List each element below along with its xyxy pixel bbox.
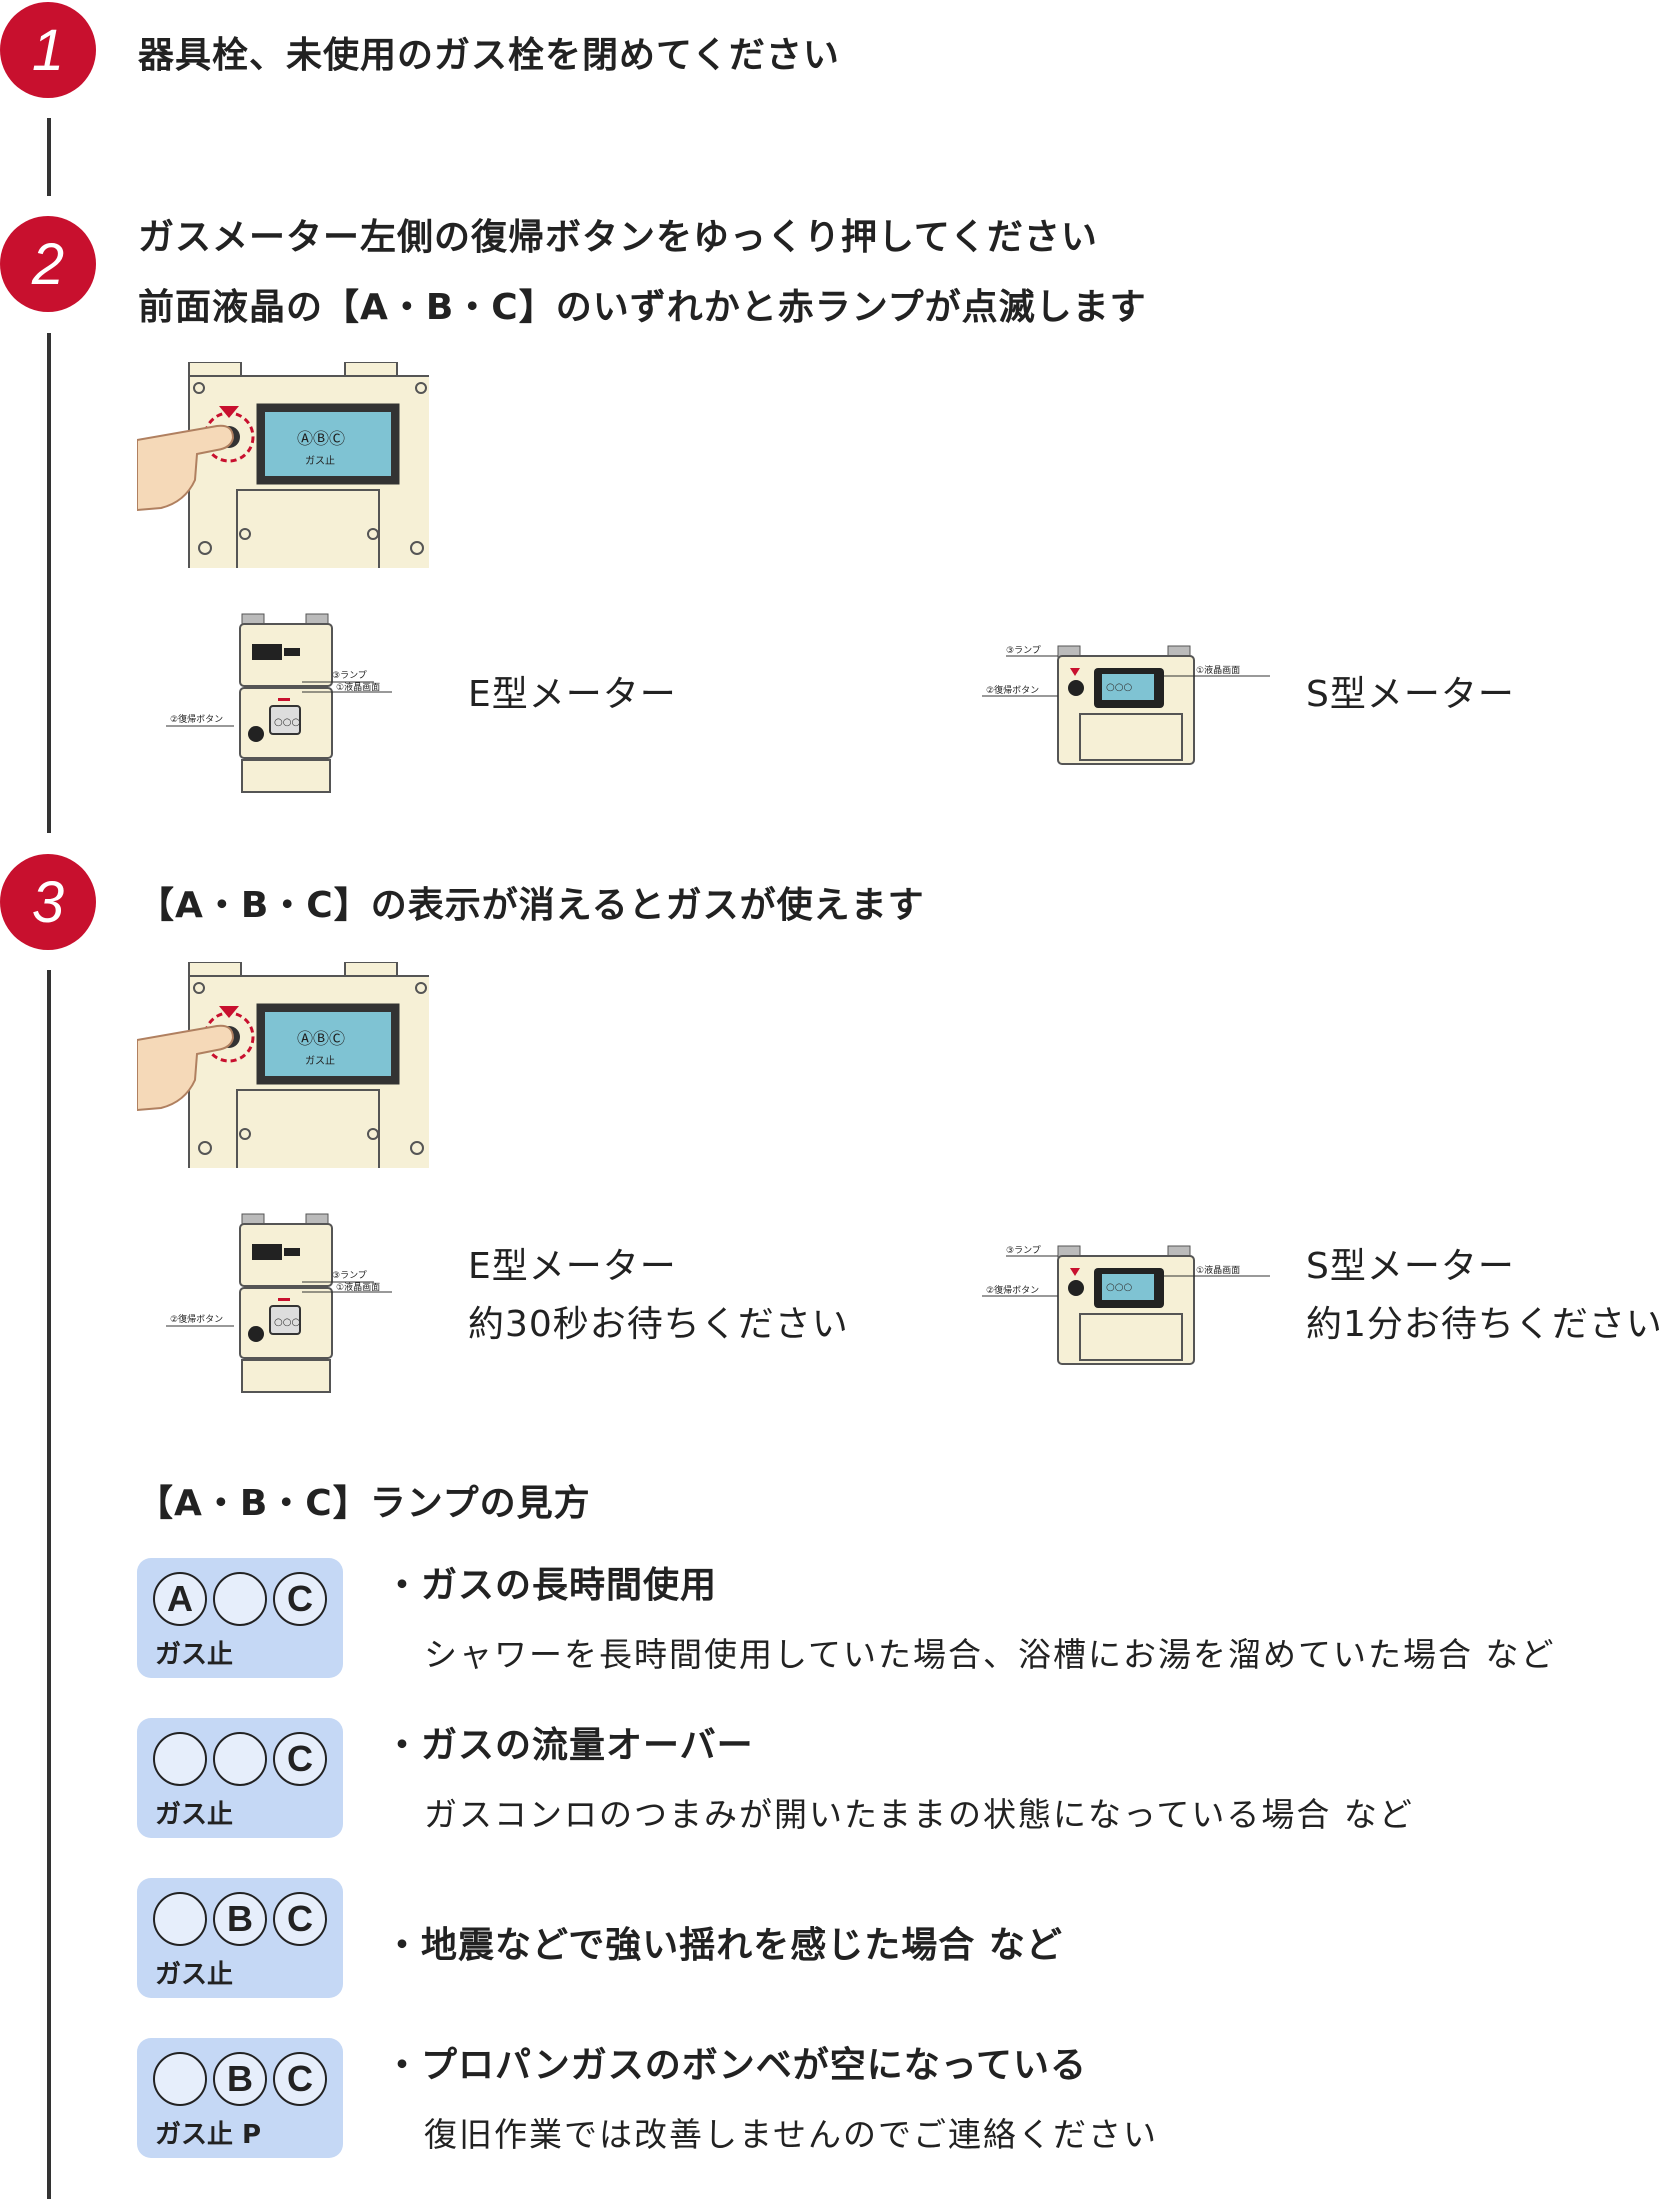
svg-text:○○○: ○○○	[1106, 1282, 1132, 1293]
lamp-b: B	[213, 1892, 267, 1946]
lcd-gas-stop: ガス止	[305, 455, 335, 467]
lcd-label: ①液晶画面	[336, 681, 380, 693]
lamp-label: ③ランプ	[1006, 1245, 1041, 1256]
s-meter-label: S型メーター	[1306, 1246, 1515, 1287]
s-meter-label: S型メーター	[1306, 674, 1515, 715]
e-meter-label: E型メーター	[468, 674, 677, 715]
reset-button-label: ②復帰ボタン	[170, 1313, 223, 1325]
lamp-label: ③ランプ	[1006, 645, 1041, 656]
lamp-guide-title: 【A・B・C】ランプの見方	[137, 1483, 591, 1524]
lamp-a: A	[153, 1572, 207, 1626]
step-1-heading: 器具栓、未使用のガス栓を閉めてください	[138, 35, 840, 76]
e-meter-wait: 約30秒お待ちください	[468, 1304, 849, 1345]
s-meter-wait: 約1分お待ちください	[1306, 1304, 1663, 1345]
e-meter-diagram: ○○○ ③ランプ ①液晶画面 ②復帰ボタン	[166, 613, 392, 793]
step-3-heading: 【A・B・C】の表示が消えるとガスが使えます	[138, 885, 925, 926]
lamp-b	[213, 1732, 267, 1786]
gas-stop-label: ガス止	[155, 1800, 234, 1830]
lcd-label: ①液晶画面	[1196, 1264, 1240, 1276]
reset-button-label: ②復帰ボタン	[986, 684, 1039, 696]
step-number-1: 1	[0, 2, 96, 98]
gas-stop-label: ガス止 P	[155, 2120, 262, 2150]
lamp-c: C	[273, 1892, 327, 1946]
lamp-badge: A C ガス止	[137, 1558, 343, 1678]
timeline-line	[47, 970, 51, 2199]
condition-description: 復旧作業では改善しませんのでご連絡ください	[424, 2115, 1159, 2154]
lamp-c: C	[273, 1732, 327, 1786]
condition-heading: ・地震などで強い揺れを感じた場合 など	[384, 1925, 1063, 1966]
lamp-label: ③ランプ	[332, 1270, 367, 1281]
lcd-label: ①液晶画面	[336, 1281, 380, 1293]
svg-text:○○○: ○○○	[274, 1317, 300, 1328]
timeline-line	[47, 333, 51, 833]
condition-heading: ・ガスの流量オーバー	[384, 1725, 754, 1766]
gas-stop-label: ガス止	[155, 1960, 234, 1990]
lamp-c: C	[273, 2052, 327, 2106]
lamp-a	[153, 1732, 207, 1786]
svg-text:○○○: ○○○	[274, 717, 300, 728]
step-2-heading-line-1: ガスメーター左側の復帰ボタンをゆっくり押してください	[138, 217, 1098, 258]
lamp-label: ③ランプ	[332, 670, 367, 681]
lamp-c: C	[273, 1572, 327, 1626]
condition-description: ガスコンロのつまみが開いたままの状態になっている場合 など	[424, 1795, 1414, 1834]
svg-text:ⒶⒷⒸ: ⒶⒷⒸ	[297, 1029, 345, 1048]
lamp-a	[153, 2052, 207, 2106]
meter-press-illustration: ⒶⒷⒸ ガス止	[137, 962, 429, 1168]
e-meter-diagram: ○○○ ③ランプ ①液晶画面 ②復帰ボタン	[166, 1213, 392, 1393]
lamp-badge: B C ガス止	[137, 1878, 343, 1998]
lamp-badge: B C ガス止 P	[137, 2038, 343, 2158]
lamp-badge: C ガス止	[137, 1718, 343, 1838]
lamp-a	[153, 1892, 207, 1946]
s-meter-wait-text: S型メーター 約1分お待ちください	[1306, 1238, 1663, 1354]
meter-press-illustration: ⒶⒷⒸ ガス止	[137, 362, 429, 568]
gas-stop-label: ガス止	[155, 1640, 234, 1670]
condition-description: シャワーを長時間使用していた場合、浴槽にお湯を溜めていた場合 など	[424, 1635, 1556, 1674]
reset-button-label: ②復帰ボタン	[986, 1284, 1039, 1296]
step-2-heading-line-2: 前面液晶の【A・B・C】のいずれかと赤ランプが点滅します	[138, 287, 1147, 328]
s-meter-diagram: ○○○ ③ランプ ②復帰ボタン ①液晶画面	[982, 1245, 1270, 1365]
e-meter-label: E型メーター	[468, 1246, 677, 1287]
svg-text:ガス止: ガス止	[305, 1055, 335, 1067]
lcd-label: ①液晶画面	[1196, 664, 1240, 676]
condition-heading: ・ガスの長時間使用	[384, 1565, 718, 1606]
s-meter-diagram: ○○○ ③ランプ ②復帰ボタン ①液晶画面	[982, 645, 1270, 765]
step-number-3: 3	[0, 854, 96, 950]
step-number-2: 2	[0, 216, 96, 312]
reset-button-label: ②復帰ボタン	[170, 713, 223, 725]
e-meter-wait-text: E型メーター 約30秒お待ちください	[468, 1238, 849, 1354]
timeline-line	[47, 118, 51, 196]
condition-heading: ・プロパンガスのボンベが空になっている	[384, 2045, 1088, 2086]
svg-text:○○○: ○○○	[1106, 682, 1132, 693]
lamp-b	[213, 1572, 267, 1626]
lcd-abc-icons: ⒶⒷⒸ	[297, 429, 345, 448]
lamp-b: B	[213, 2052, 267, 2106]
